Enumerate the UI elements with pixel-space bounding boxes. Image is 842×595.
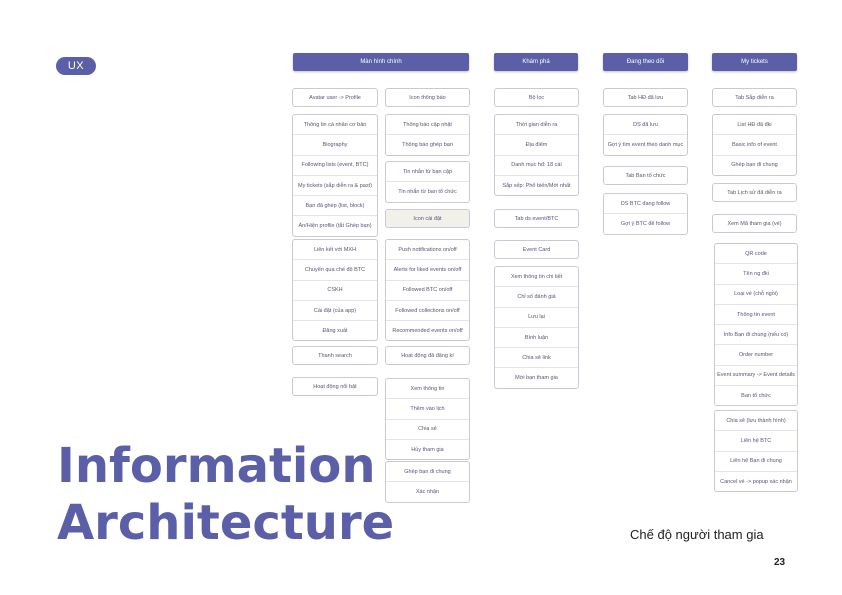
list-item: QR code (715, 244, 797, 265)
group-messages: Tin nhắn từ bạn cặp Tin nhắn từ ban tổ c… (385, 161, 470, 203)
list-item: Tin nhắn từ ban tổ chức (398, 188, 457, 195)
list-item: Thời gian diễn ra (495, 115, 578, 136)
list-item: Followed collections on/off (386, 301, 469, 322)
group-settings: Liên kết với MXH Chuyển qua chế độ BTC C… (292, 239, 378, 342)
ux-tag: UX (56, 57, 96, 75)
node-tab-history: Tab Lịch sử đã diễn ra (712, 183, 797, 202)
group-registered-actions: Xem thông tin Thêm vào lịch Chia sẻ Hủy … (385, 378, 470, 461)
list-item: DS BTC đang follow (604, 194, 687, 215)
node-tab-organizer: Tab Ban tổ chức (603, 166, 688, 185)
group-saved: DS đã lưu Gợi ý tìm event theo danh mục (603, 114, 688, 156)
node-avatar-profile: Avatar user -> Profile (292, 88, 378, 107)
page-title: Information Architecture (57, 438, 394, 552)
node-search-bar: Thanh search (292, 346, 378, 365)
list-item: Alerts for liked events on/off (386, 260, 469, 281)
list-item: Tên ng đki (715, 264, 797, 285)
list-item: Bình luận (495, 328, 578, 349)
list-item: Thông báo cập nhật (386, 115, 469, 136)
list-item: Thêm vào lịch (386, 399, 469, 420)
group-push-settings: Push notifications on/off Alerts for lik… (385, 239, 470, 342)
list-item: List HĐ đã đki (713, 115, 796, 136)
node-view-ticket: Xem Mã tham gia (vé) (712, 214, 797, 233)
list-item: Danh mục hđ: 18 cái (495, 156, 578, 176)
list-item: Loại vé (chỗ ngồi) (715, 285, 797, 305)
list-item: Thông tin cá nhân cơ bản (293, 115, 377, 136)
node-settings-icon: Icon cài đặt (385, 209, 470, 228)
header-following: Đang theo dõi (603, 53, 688, 71)
list-item: Following lists (event, BTC) (293, 156, 377, 176)
list-item: Followed BTC on/off (386, 281, 469, 301)
list-item: Tin nhắn từ bạn cặp (386, 162, 469, 183)
list-item: Cài đặt (của app) (293, 301, 377, 322)
list-item: Sắp xếp: Phổ biến/Mới nhất (502, 182, 571, 189)
node-tab-upcoming: Tab Sắp diễn ra (712, 88, 797, 107)
list-item: Xác nhận (415, 488, 440, 495)
list-item: Push notifications on/off (386, 240, 469, 261)
list-item: Hủy tham gia (411, 446, 444, 453)
list-item: Cancel vé -> popup xác nhận (720, 478, 792, 485)
mode-caption: Chế độ người tham gia (630, 527, 764, 542)
node-tab-saved: Tab HĐ đã lưu (603, 88, 688, 107)
header-main-screen: Màn hình chính (293, 53, 469, 71)
page-number: 23 (774, 557, 786, 568)
list-item: My tickets (sắp diễn ra & past) (293, 176, 377, 197)
list-item: Thông tin event (715, 305, 797, 326)
list-item: Địa điểm (495, 135, 578, 156)
node-notification-icon: Icon thông báo (385, 88, 470, 107)
node-tab-events: Tab ds event/BTC (494, 209, 579, 228)
list-item: Chia sẻ link (495, 348, 578, 369)
header-my-tickets: My tickets (712, 53, 797, 71)
list-item: Order number (715, 345, 797, 366)
node-event-card: Event Card (494, 240, 579, 259)
list-item: Chia sẻ (386, 420, 469, 440)
group-ticket-info: QR code Tên ng đki Loại vé (chỗ ngồi) Th… (714, 243, 798, 407)
node-registered: Hoạt động đã đăng kí (385, 346, 470, 365)
list-item: Liên hệ BTC (715, 431, 797, 452)
list-item: Lưu lại (495, 308, 578, 328)
list-item: Thông báo ghép bạn (402, 141, 453, 148)
list-item: Liên hệ Bạn đi chung (715, 452, 797, 472)
list-item: Bạn đã ghép (list, block) (293, 196, 377, 217)
list-item: Chỉ số đánh giá (495, 287, 578, 308)
list-item: Basic info of event (713, 135, 796, 156)
list-item: Ẩn/Hiện profile (tắt Ghép bạn) (298, 223, 372, 230)
list-item: DS đã lưu (604, 115, 687, 136)
group-ticket-actions: Chia sẻ (lưu thành hình) Liên hệ BTC Liê… (714, 410, 798, 493)
list-item: Info Bạn đi chung (nếu có) (715, 325, 797, 346)
list-item: Mời bạn tham gia (515, 375, 558, 382)
list-item: Xem thông tin (386, 379, 469, 400)
list-item: CSKH (293, 281, 377, 301)
list-item: Ghép bạn đi chung (731, 162, 778, 169)
header-explore: Khám phá (494, 53, 578, 71)
group-card-actions: Xem thông tin chi tiết Chỉ số đánh giá L… (494, 266, 579, 389)
group-filter-options: Thời gian diễn ra Địa điểm Danh mục hđ: … (494, 114, 579, 197)
list-item: Xem thông tin chi tiết (495, 267, 578, 288)
list-item: Gợi ý BTC để follow (620, 220, 671, 227)
group-match: Ghép bạn đi chung Xác nhận (385, 461, 470, 503)
group-profile: Thông tin cá nhân cơ bản Biography Follo… (292, 114, 378, 237)
node-featured: Hoạt động nổi bật (292, 377, 378, 396)
title-line-1: Information (57, 438, 376, 494)
list-item: Ban tổ chức (741, 392, 771, 399)
list-item: Liên kết với MXH (293, 240, 377, 261)
group-organizer: DS BTC đang follow Gợi ý BTC để follow (603, 193, 688, 235)
list-item: Chia sẻ (lưu thành hình) (715, 411, 797, 432)
group-notifications: Thông báo cập nhật Thông báo ghép bạn (385, 114, 470, 156)
list-item: Event summary -> Event details (715, 366, 797, 387)
list-item: Chuyển qua chế độ BTC (293, 260, 377, 281)
list-item: Biography (293, 135, 377, 156)
node-filter: Bộ lọc (494, 88, 579, 107)
list-item: Recommended events on/off (392, 327, 463, 334)
group-upcoming: List HĐ đã đki Basic info of event Ghép … (712, 114, 797, 176)
list-item: Ghép bạn đi chung (386, 462, 469, 483)
title-line-2: Architecture (57, 495, 395, 551)
list-item: Đăng xuất (322, 327, 348, 334)
list-item: Gợi ý tìm event theo danh mục (607, 141, 684, 148)
